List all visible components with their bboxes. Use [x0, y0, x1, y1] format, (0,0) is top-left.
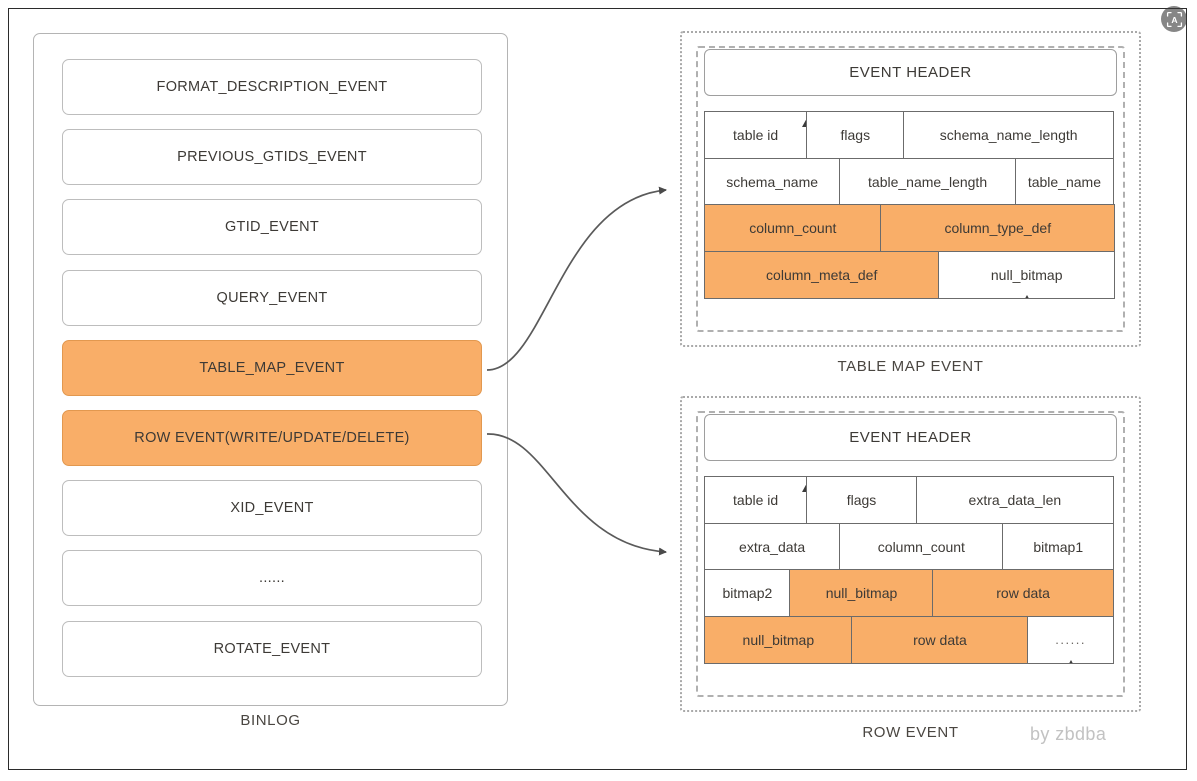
field-split-arrow-icon: [802, 118, 807, 127]
binlog-item[interactable]: XID_EVENT: [62, 480, 482, 537]
row-event-cell: row data: [932, 569, 1114, 617]
row-event-row: null_bitmap row data......: [704, 615, 1117, 664]
binlog-item[interactable]: ROW EVENT(WRITE/UPDATE/DELETE): [62, 410, 482, 466]
table-map-cell-label: table_name_length: [868, 173, 988, 190]
row-event-cell: extra_data_len: [915, 476, 1114, 524]
table-map-cell-label: table id: [733, 127, 779, 143]
row-event-cell-label: column_count: [877, 538, 965, 555]
binlog-item[interactable]: FORMAT_DESCRIPTION_EVENT: [62, 59, 482, 115]
table-map-cell: column_count: [704, 204, 882, 252]
row-event-header: EVENT HEADER: [704, 414, 1117, 461]
row-event-cell-label: ......: [1055, 632, 1086, 647]
table-map-row: schema_name table_name_length table_name: [704, 157, 1117, 206]
row-event-cell: flags: [805, 476, 918, 524]
row-event-cell: ......: [1027, 615, 1114, 664]
table-map-row: column_count column_type_def: [704, 204, 1117, 252]
table-map-cell: column_type_def: [880, 204, 1116, 252]
table-map-row: table id flags schema_name_length: [704, 111, 1117, 159]
table-map-cell: table_name: [1014, 157, 1114, 206]
row-event-cell-label: null_bitmap: [825, 585, 898, 601]
binlog-item[interactable]: GTID_EVENT: [62, 199, 482, 256]
row-event-cell-label: null_bitmap: [742, 631, 815, 648]
binlog-item-label: TABLE_MAP_EVENT: [199, 359, 345, 376]
row-event-cell-label: extra_data_len: [968, 492, 1062, 508]
binlog-item-label: PREVIOUS_GTIDS_EVENT: [177, 149, 367, 166]
svg-text:A: A: [1171, 15, 1177, 25]
table-map-cell-label: column_type_def: [944, 220, 1052, 236]
binlog-item-label: GTID_EVENT: [224, 219, 320, 236]
row-event-row: bitmap2 null_bitmap row data: [704, 569, 1117, 617]
author-watermark: by zbdba: [1030, 724, 1107, 744]
table-map-row: column_meta_def null_bitmap: [704, 250, 1117, 299]
row-event-cell: table id: [704, 476, 808, 524]
binlog-panel: FORMAT_DESCRIPTION_EVENT PREVIOUS_GTIDS_E…: [33, 33, 508, 706]
row-event-cell: column_count: [838, 522, 1004, 571]
row-event-cell-label: bitmap2: [722, 585, 773, 601]
binlog-item-label: ......: [259, 570, 285, 587]
live-text-badge[interactable]: A: [1161, 6, 1187, 32]
row-event-cell: bitmap2: [704, 569, 791, 617]
row-event-field-grid: table id flags extra_data_len extra_data col…: [704, 476, 1117, 664]
pointer-tick-icon: [1021, 294, 1032, 298]
binlog-item-label: ROTATE_EVENT: [213, 640, 331, 657]
table-map-cell-label: flags: [840, 127, 871, 143]
row-event-inner-frame: [696, 411, 1125, 697]
row-event-row: table id flags extra_data_len: [704, 476, 1117, 524]
table-map-field-grid: table id flags schema_name_length schema_na…: [704, 111, 1117, 299]
table-map-cell-label: column_meta_def: [766, 266, 878, 283]
table-map-event-inner-frame: [696, 46, 1125, 332]
table-map-cell: null_bitmap: [937, 250, 1116, 299]
binlog-item[interactable]: ......: [62, 550, 482, 607]
row-event-panel: EVENT HEADER table id flags extra_data_len…: [680, 396, 1141, 712]
field-split-arrow-icon: [802, 483, 807, 492]
binlog-item[interactable]: TABLE_MAP_EVENT: [62, 339, 482, 396]
row-event-cell-label: flags: [846, 492, 877, 508]
row-event-cell: row data: [851, 615, 1029, 664]
binlog-item-label: QUERY_EVENT: [216, 289, 328, 306]
binlog-item[interactable]: PREVIOUS_GTIDS_EVENT: [62, 129, 482, 186]
binlog-item-label: XID_EVENT: [230, 500, 314, 517]
table-map-event-caption: TABLE MAP EVENT: [837, 358, 984, 375]
row-event-cell: null_bitmap: [789, 569, 934, 617]
table-map-cell-label: schema_name_length: [939, 127, 1078, 143]
row-event-cell-label: row data: [996, 585, 1050, 601]
binlog-item[interactable]: QUERY_EVENT: [62, 269, 482, 326]
table-map-cell-label: schema_name: [726, 173, 819, 190]
table-map-cell: schema_name_length: [903, 111, 1114, 159]
table-map-event-header: EVENT HEADER: [704, 49, 1117, 96]
table-map-connector: [486, 186, 667, 371]
binlog-item-label: FORMAT_DESCRIPTION_EVENT: [156, 79, 388, 95]
table-map-event-panel: EVENT HEADER table id flags schema_name_le…: [680, 31, 1141, 347]
row-event-cell-label: extra_data: [739, 538, 806, 555]
pointer-tick-icon: [1065, 659, 1076, 663]
row-event-cell-label: table id: [733, 492, 779, 508]
table-map-cell-label: column_count: [749, 220, 837, 236]
row-event-cell: extra_data: [704, 522, 841, 571]
row-event-cell: null_bitmap: [704, 615, 853, 664]
row-event-row: extra_data column_count bitmap1: [704, 522, 1117, 571]
row-event-connector: [486, 433, 667, 556]
table-map-cell: flags: [805, 111, 905, 159]
table-map-cell: column_meta_def: [704, 250, 940, 299]
binlog-caption: BINLOG: [240, 712, 301, 729]
table-map-cell-label: table_name: [1027, 173, 1101, 190]
row-event-cell-label: row data: [913, 631, 967, 648]
binlog-item-label: ROW EVENT(WRITE/UPDATE/DELETE): [134, 430, 410, 446]
row-event-caption: ROW EVENT: [862, 724, 959, 741]
live-text-icon: A: [1166, 11, 1182, 27]
row-event-cell-label: bitmap1: [1033, 538, 1084, 555]
table-map-cell: table id: [704, 111, 808, 159]
binlog-item[interactable]: ROTATE_EVENT: [62, 620, 482, 677]
table-map-cell: table_name_length: [838, 157, 1017, 206]
row-event-cell: bitmap1: [1002, 522, 1114, 571]
table-map-cell-label: null_bitmap: [990, 266, 1063, 283]
table-map-cell: schema_name: [704, 157, 841, 206]
